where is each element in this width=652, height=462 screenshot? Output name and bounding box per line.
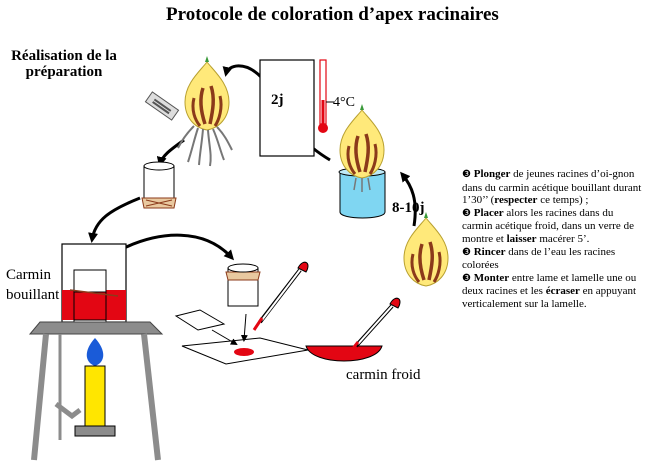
cover-slip <box>174 309 226 331</box>
label-carmin-froid: carmin froid <box>346 367 421 383</box>
fridge-box <box>259 59 315 157</box>
pipette-right <box>348 297 401 353</box>
page-title: Protocole de coloration d’apex racinaire… <box>166 4 499 25</box>
label-bouillant: bouillant <box>6 287 60 303</box>
label-temperature: 4°C <box>333 95 355 110</box>
small-tube <box>143 165 175 203</box>
label-2j: 2j <box>271 92 284 108</box>
arrow-to-cut <box>222 64 264 80</box>
step-2: ❸ Placer alors les racines dans du carmi… <box>462 206 634 245</box>
section-title: Réalisation de la préparation <box>11 48 117 80</box>
razor-blade <box>144 91 180 121</box>
arrow-up-8-10j <box>400 171 417 227</box>
arrow-to-boiling <box>88 196 141 243</box>
step-4: ❸ Monter entre lame et lamelle une ou de… <box>462 271 637 310</box>
bullet-icon: ❸ <box>462 169 471 180</box>
tripod-legs <box>31 333 161 461</box>
step-3: ❸ Rincer dans de l’eau les racines color… <box>462 245 616 272</box>
step-1: ❸ Plonger de jeunes racines d’oi-gnon da… <box>462 168 642 207</box>
label-carmin-bouillant: Carmin bouillant <box>6 265 59 305</box>
watch-glass <box>305 345 383 362</box>
protocol-steps: ❸ Plonger de jeunes racines d’oi-gnon da… <box>462 168 644 311</box>
label-carmin: Carmin <box>6 267 51 283</box>
bullet-icon: ❸ <box>462 246 471 258</box>
burner-flame <box>86 338 104 366</box>
roots-top <box>177 125 233 167</box>
onion-bulb-bottom <box>402 210 450 288</box>
bullet-icon: ❸ <box>462 207 471 219</box>
water-glass <box>339 171 386 219</box>
pipette-left <box>252 261 309 331</box>
arrow-to-coldglass <box>119 233 235 261</box>
bullet-icon: ❸ <box>462 272 471 284</box>
label-8-10j: 8-10j <box>392 200 425 216</box>
bunsen-burner <box>84 365 106 427</box>
onion-bulb-water <box>338 102 386 180</box>
tripod-plate <box>28 321 164 335</box>
onion-bulb-top <box>183 54 231 132</box>
